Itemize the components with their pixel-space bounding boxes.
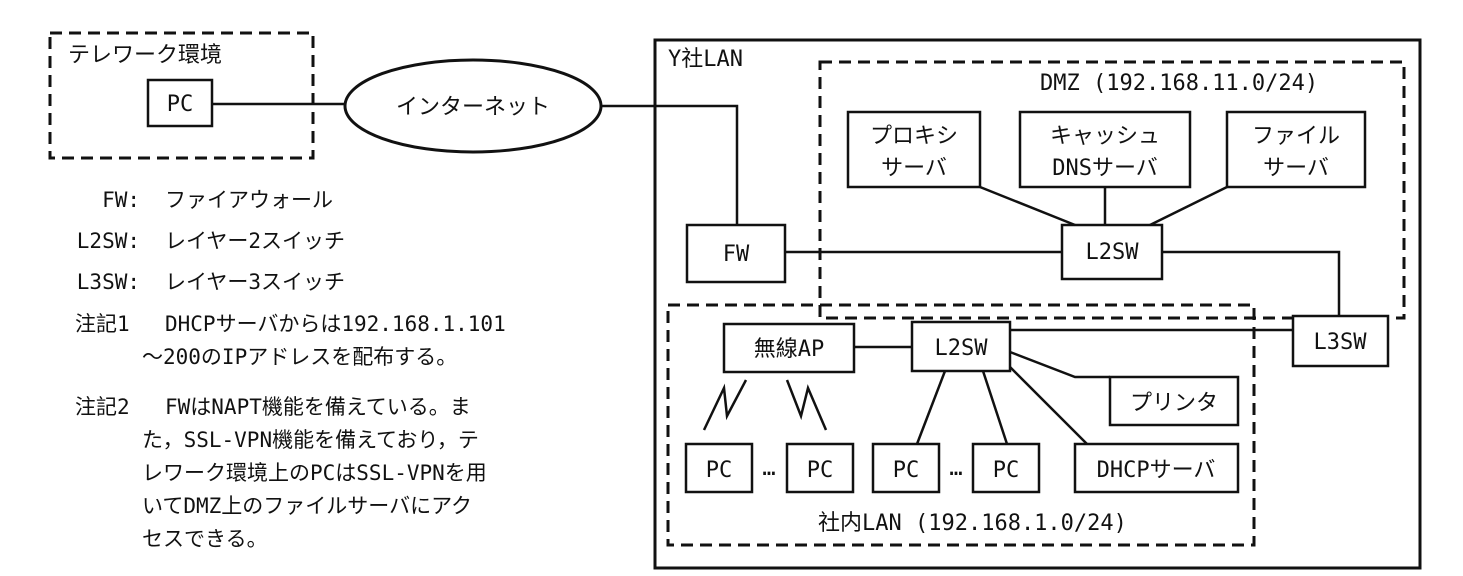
notes: 注記1 DHCPサーバからは192.168.1.101 ～200のIPアドレスを… [75, 312, 506, 551]
printer [1108, 375, 1240, 427]
link-dmz-l2sw-l3sw [1162, 250, 1341, 316]
note1-line-1: DHCPサーバからは192.168.1.101 [165, 312, 506, 336]
wired-pc-2-label: PC [993, 458, 1020, 483]
wired-pc-1 [871, 442, 941, 494]
cache-dns-server-label-1: キャッシュ [1050, 124, 1160, 149]
wireless-ap [722, 322, 856, 374]
internal-l2sw-label: L2SW [935, 336, 989, 361]
internet-label: インターネット [396, 95, 550, 120]
file-server-label-2: サーバ [1263, 156, 1329, 181]
dmz-label: DMZ (192.168.11.0/24) [1040, 71, 1318, 96]
wireless-pc-1 [684, 442, 754, 494]
dhcp-server-label: DHCPサーバ [1097, 458, 1216, 483]
proxy-server-label-1: プロキシ [870, 124, 958, 149]
legend-abbr-l2sw: L2SW: [77, 229, 140, 253]
wireless-pc-1-label: PC [706, 458, 733, 483]
legend-desc-fw: ファイアウォール [165, 188, 333, 212]
internal-l2sw [910, 320, 1012, 373]
legend-abbr-fw: FW: [102, 188, 140, 212]
link-internet-fw [601, 104, 739, 225]
note1-label: 注記1 [75, 312, 130, 336]
company-lan-zone [653, 38, 1422, 570]
legend-abbr-l3sw: L3SW: [77, 270, 140, 294]
dhcp-server [1073, 442, 1240, 494]
note2-label: 注記2 [75, 395, 130, 419]
l3sw [1291, 314, 1390, 368]
dmz-l2sw-label: L2SW [1086, 240, 1140, 265]
telework-zone [48, 31, 315, 160]
link-l2sw-pc2 [981, 370, 1009, 445]
wireless-signal-icon-1 [702, 379, 748, 431]
wireless-pc-ellipsis: … [762, 456, 775, 481]
file-server-label-1: ファイル [1252, 124, 1340, 149]
wireless-ap-label: 無線AP [754, 337, 825, 362]
internal-lan-label: 社内LAN (192.168.1.0/24) [818, 511, 1127, 536]
note2-line-1: FWはNAPT機能を備えている。ま [165, 395, 471, 419]
legend: FW: ファイアウォール L2SW: レイヤー2スイッチ L3SW: レイヤー3… [77, 188, 345, 294]
wired-pc-ellipsis: … [949, 456, 962, 481]
file-server [1225, 110, 1367, 189]
note2-line-3: レワーク環境上のPCはSSL-VPNを用 [142, 461, 487, 485]
internal-lan-zone [666, 303, 1256, 547]
link-file-l2sw [1149, 185, 1228, 227]
company-lan-label: Y社LAN [668, 47, 743, 72]
l3sw-label: L3SW [1314, 330, 1368, 355]
link-l2sw-printer [1009, 350, 1110, 379]
link-l2sw-dhcp [1009, 366, 1088, 445]
link-proxy-l2sw [979, 185, 1076, 227]
note2-line-5: セスできる。 [142, 527, 268, 551]
printer-label: プリンタ [1130, 391, 1218, 416]
firewall [685, 223, 787, 284]
dmz-l2sw [1060, 223, 1164, 281]
note2-line-2: た，SSL-VPN機能を備えており，テ [142, 428, 479, 452]
dmz-zone [818, 60, 1406, 320]
legend-desc-l2sw: レイヤー2スイッチ [165, 229, 345, 253]
note1-line-2: ～200のIPアドレスを配布する。 [142, 345, 457, 369]
wireless-signal-icon-2 [785, 379, 828, 431]
proxy-server [846, 110, 982, 189]
telework-pc-label: PC [167, 92, 194, 117]
wired-pc-1-label: PC [893, 458, 920, 483]
telework-label: テレワーク環境 [68, 43, 222, 68]
wireless-pc-2 [785, 442, 855, 494]
proxy-server-label-2: サーバ [881, 156, 947, 181]
firewall-label: FW [723, 242, 750, 267]
legend-desc-l3sw: レイヤー3スイッチ [165, 270, 345, 294]
note2-line-4: いてDMZ上のファイルサーバにアク [142, 494, 472, 518]
wireless-pc-2-label: PC [807, 458, 834, 483]
link-l2sw-pc1 [915, 370, 947, 445]
cache-dns-server-label-2: DNSサーバ [1052, 156, 1158, 181]
